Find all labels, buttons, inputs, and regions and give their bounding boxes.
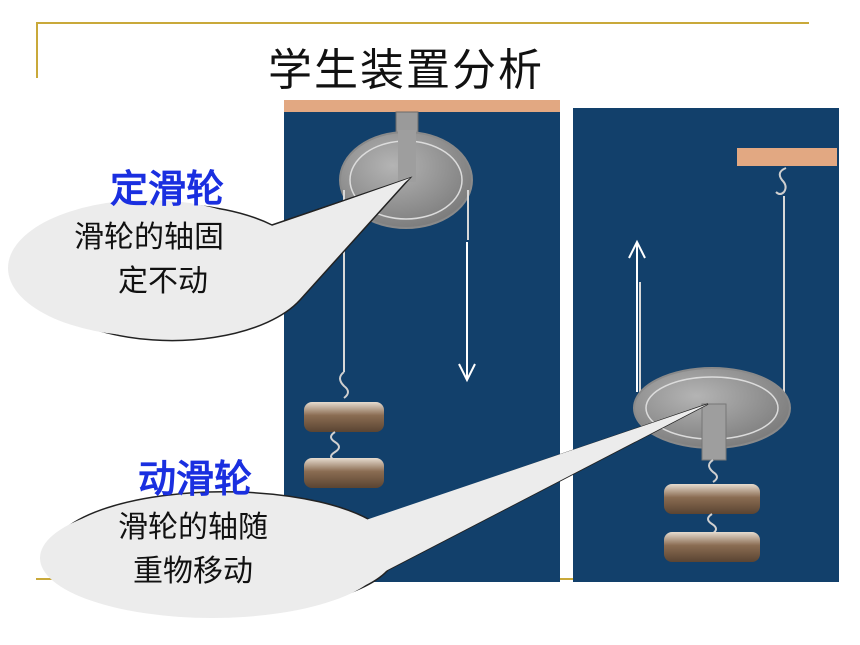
movable-pulley-label: 动滑轮: [138, 457, 253, 501]
frame-left-line: [36, 22, 38, 78]
arrow-down-icon: [458, 363, 476, 383]
movable-pulley-description-line2: 重物移动: [133, 554, 253, 589]
ceiling-beam-right: [737, 148, 837, 166]
fixed-pulley-description-line2: 定不动: [118, 264, 208, 299]
fixed-pulley-description-line1: 滑轮的轴固: [74, 220, 224, 255]
movable-pulley-panel: [573, 108, 839, 582]
arrow-up-icon: [628, 239, 646, 259]
weight-stack-right: [664, 484, 760, 562]
frame-top-line: [36, 22, 809, 24]
movable-pulley-description-line1: 滑轮的轴随: [118, 510, 268, 545]
slide-title: 学生装置分析: [268, 45, 544, 96]
fixed-pulley-label: 定滑轮: [110, 167, 225, 211]
hook-icon: [775, 167, 787, 195]
weight-stack: [304, 402, 384, 488]
hook-icon: [339, 371, 349, 399]
ceiling-beam: [284, 100, 560, 112]
